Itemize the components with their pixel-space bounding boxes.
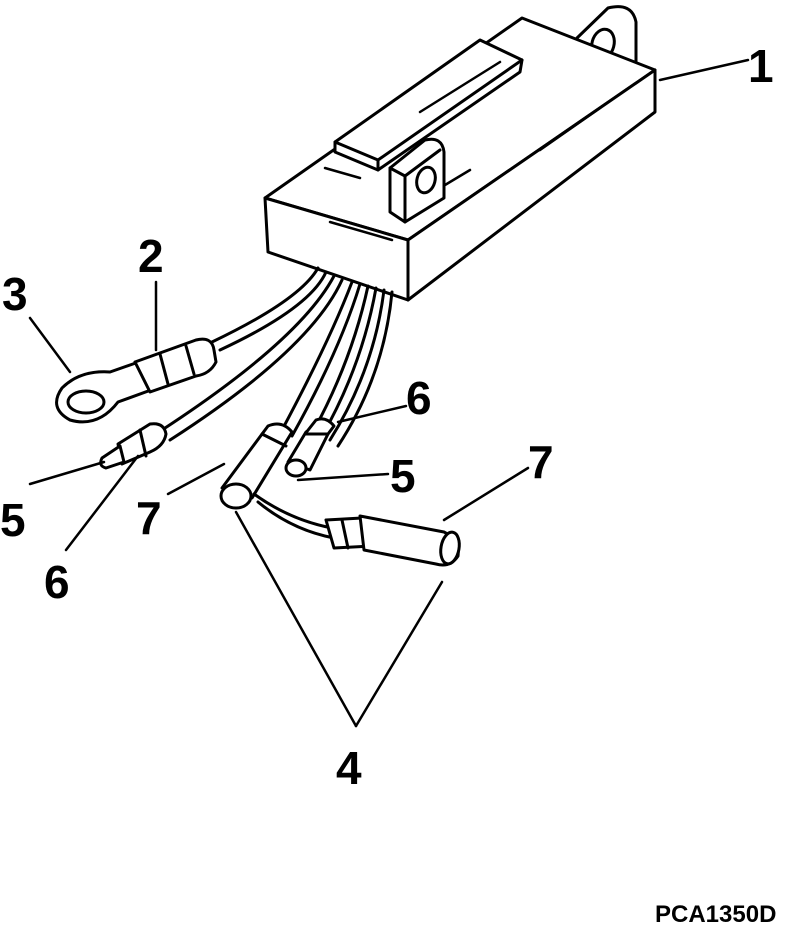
leader-5b xyxy=(296,472,390,482)
leader-1 xyxy=(658,58,750,82)
leader-7b xyxy=(442,466,530,522)
callout-1: 1 xyxy=(748,40,774,92)
leader-6b xyxy=(336,404,408,424)
callout-6-center: 6 xyxy=(406,372,432,424)
leader-6a xyxy=(64,454,140,552)
callout-5-left: 5 xyxy=(0,494,26,546)
leader-4a xyxy=(234,510,358,728)
callout-3: 3 xyxy=(2,268,28,320)
callout-4: 4 xyxy=(336,742,362,794)
left-bullet-connector xyxy=(99,422,168,470)
leader-7a xyxy=(166,462,226,496)
module-housing xyxy=(263,5,657,302)
leader-3 xyxy=(28,316,72,374)
callout-7-right: 7 xyxy=(528,436,554,488)
leader-4b xyxy=(354,580,444,728)
callout-5-center: 5 xyxy=(390,450,416,502)
callout-7-left: 7 xyxy=(136,492,162,544)
wire-harness xyxy=(160,266,394,448)
figure-code: PCA1350D xyxy=(655,901,776,927)
center-connectors xyxy=(219,417,461,567)
callout-2: 2 xyxy=(138,230,164,282)
callout-labels: 1 2 3 4 5 5 6 6 7 7 xyxy=(0,40,774,794)
leader-5a xyxy=(28,460,106,486)
leader-lines xyxy=(28,58,750,728)
ring-terminal xyxy=(55,337,218,424)
callout-6-left: 6 xyxy=(44,556,70,608)
